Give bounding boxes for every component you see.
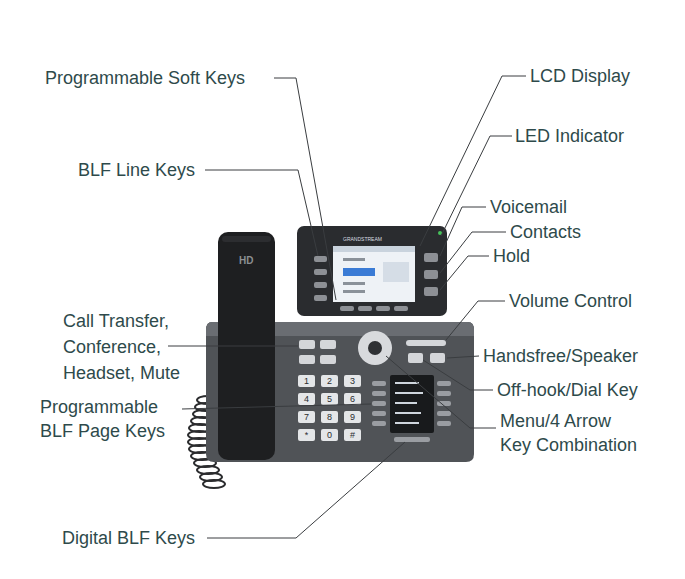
callout-label: Digital BLF Keys — [62, 526, 195, 550]
keypad-digit: 8 — [321, 412, 338, 422]
callout-label: Contacts — [510, 220, 581, 244]
keypad-digit: 3 — [344, 376, 361, 386]
lcd-highlight-row — [343, 268, 375, 276]
callout-label: BLF Line Keys — [78, 158, 195, 182]
handset-highlight — [222, 236, 271, 242]
lcd-row — [343, 282, 365, 285]
menu-key — [368, 341, 382, 355]
navigation-key — [358, 331, 392, 365]
speaker-key — [430, 353, 445, 363]
screen-housing — [297, 226, 447, 316]
callout-label: Programmable Soft Keys — [45, 66, 245, 90]
off-hook-key — [408, 353, 423, 363]
callout-label: Hold — [493, 244, 530, 268]
keypad-digit: 1 — [298, 376, 315, 386]
side-function-keys — [424, 253, 438, 296]
keypad-digit: 6 — [344, 394, 361, 404]
leader-lines — [168, 76, 526, 538]
keypad-digit: 2 — [321, 376, 338, 386]
soft-keys — [340, 306, 408, 311]
callout-label: LED Indicator — [515, 124, 624, 148]
lcd-row — [343, 258, 365, 261]
handset-mark: HD — [239, 255, 253, 267]
callout-label: Menu/4 Arrow Key Combination — [500, 409, 642, 457]
volume-bar — [406, 340, 446, 346]
keypad-digit: 0 — [321, 430, 338, 440]
lcd-display — [333, 246, 415, 302]
callout-label: Volume Control — [509, 289, 632, 313]
keypad-digit: # — [344, 430, 361, 440]
keypad-digit: 5 — [321, 394, 338, 404]
lcd-row — [343, 290, 365, 293]
callout-label: Programmable BLF Page Keys — [40, 395, 182, 443]
keypad — [298, 375, 361, 441]
keypad-digit: 9 — [344, 412, 361, 422]
callout-label: LCD Display — [530, 64, 630, 88]
callout-label: Handsfree/Speaker — [483, 344, 638, 368]
blf-page-key — [394, 437, 430, 442]
lcd-panel — [383, 262, 409, 282]
line-keys — [314, 256, 327, 301]
blf-display-rows — [395, 382, 423, 424]
lcd-status-bar — [333, 246, 415, 252]
blf-display — [390, 375, 434, 433]
keypad-digit: 7 — [298, 412, 315, 422]
keypad-digit: * — [298, 430, 315, 440]
brand-mark: GRANDSTREAM — [343, 236, 382, 243]
keypad-digit: 4 — [298, 394, 315, 404]
callout-label: Voicemail — [490, 195, 567, 219]
function-keys — [299, 340, 336, 364]
callout-label: Call Transfer, Conference, Headset, Mute — [63, 308, 195, 386]
callout-label: Off-hook/Dial Key — [497, 378, 638, 402]
